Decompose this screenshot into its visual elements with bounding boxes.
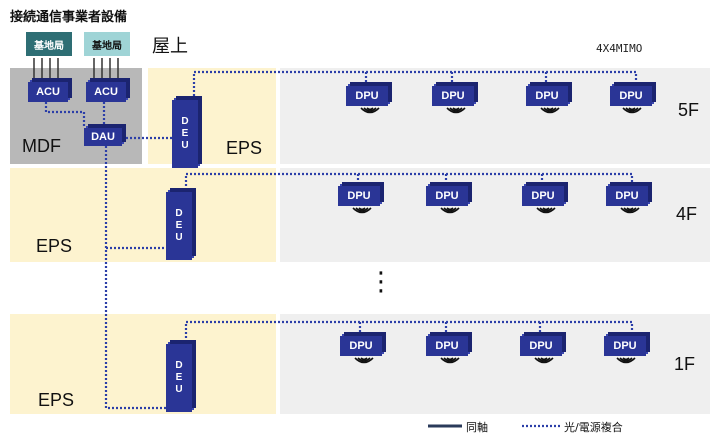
acu-unit-1: ACU [28,82,68,102]
floor-ellipsis: ⋮ [368,267,394,297]
eps-area-5f [148,68,276,164]
deu-unit-5f: D E U [172,100,198,168]
dpu-unit: DPU [526,86,568,106]
deu-letter: E [175,372,183,383]
eps-area-1f [10,314,276,414]
dpu-unit: DPU [520,336,562,356]
legend-hybrid-label: 光/電源複合 [564,421,623,434]
dpu-unit: DPU [346,86,388,106]
dpu-unit: DPU [610,86,652,106]
floor-area-4f [280,168,710,262]
diagram-title: 接続通信事業者設備 [10,10,128,25]
floor-area-5f [280,68,710,164]
floor-label-1f: 1F [674,354,696,374]
dpu-unit: DPU [432,86,474,106]
dpu-unit: DPU [338,186,380,206]
base-station-1: 基地局 [26,32,72,56]
deu-letter: D [175,360,183,371]
dau-unit: DAU [84,128,122,146]
deu-letter: D [175,208,183,219]
dpu-unit: DPU [606,186,648,206]
eps-label-4f: EPS [36,236,73,256]
base-station-2: 基地局 [84,32,130,56]
floor-area-1f [280,314,710,414]
acu-unit-2: ACU [86,82,126,102]
dpu-unit: DPU [340,336,382,356]
deu-letter: U [175,232,183,243]
deu-letter: U [175,384,183,395]
dpu-unit: DPU [604,336,646,356]
eps-label-1f: EPS [38,390,75,410]
rooftop-label: 屋上 [152,36,188,56]
deu-unit-4f: D E U [166,192,192,260]
deu-letter: U [181,140,189,151]
mimo-label: 4X4MIMO [596,42,643,55]
eps-area-4f [10,168,276,262]
deu-letter: E [175,220,183,231]
floor-label-5f: 5F [678,100,700,120]
dpu-unit: DPU [522,186,564,206]
dpu-unit: DPU [426,336,468,356]
floor-label-4f: 4F [676,204,698,224]
mdf-label: MDF [22,136,61,156]
deu-unit-1f: D E U [166,344,192,412]
deu-letter: D [181,116,189,127]
eps-label-5f: EPS [226,138,263,158]
deu-letter: E [181,128,189,139]
legend-coax-label: 同軸 [466,421,488,434]
dpu-unit: DPU [426,186,468,206]
